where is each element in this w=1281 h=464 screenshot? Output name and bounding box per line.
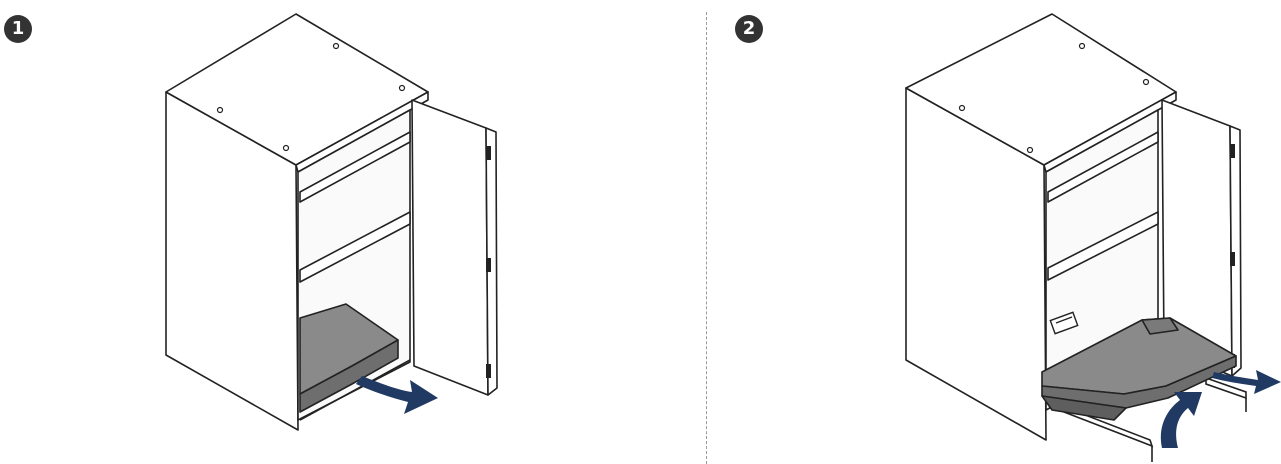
cabinet-shelf-upper [299,131,411,203]
top-hole [282,144,290,152]
top-hole [958,104,966,112]
cabinet-top-edge [1043,91,1177,173]
hinge [1230,252,1235,266]
cabinet-door-edge [485,127,498,396]
tray-underside [1041,395,1127,421]
top-hole [398,84,406,92]
cabinet-top-edge [295,91,429,173]
top-hole [332,42,340,50]
cabinet-door-edge [1229,125,1242,377]
hinge [486,146,491,160]
hinge [486,364,491,378]
tray-front [299,339,399,413]
step-1-badge: 1 [4,15,32,43]
top-hole [1142,78,1150,86]
top-hole [1078,42,1086,50]
step-1-illustration [165,13,498,431]
step-2-panel: 2 [706,0,1281,464]
tilt-arrow [1160,392,1202,448]
cabinet-shelf-lower [299,211,411,283]
hinge [1230,144,1235,158]
cabinet-shelf-lower [1047,211,1159,281]
pull-arrow [356,376,438,414]
cabinet-shelf-upper [1047,131,1159,203]
hinge [486,258,491,272]
step-2-badge: 2 [735,15,763,43]
step-1-panel: 1 [4,13,498,431]
tray-back-lip [1141,317,1179,335]
extend-arrow [1212,370,1281,394]
step-2-illustration [905,13,1281,462]
cabinet-door [411,99,489,396]
top-hole [216,106,224,114]
step-divider [706,12,707,464]
top-hole [1026,146,1034,154]
